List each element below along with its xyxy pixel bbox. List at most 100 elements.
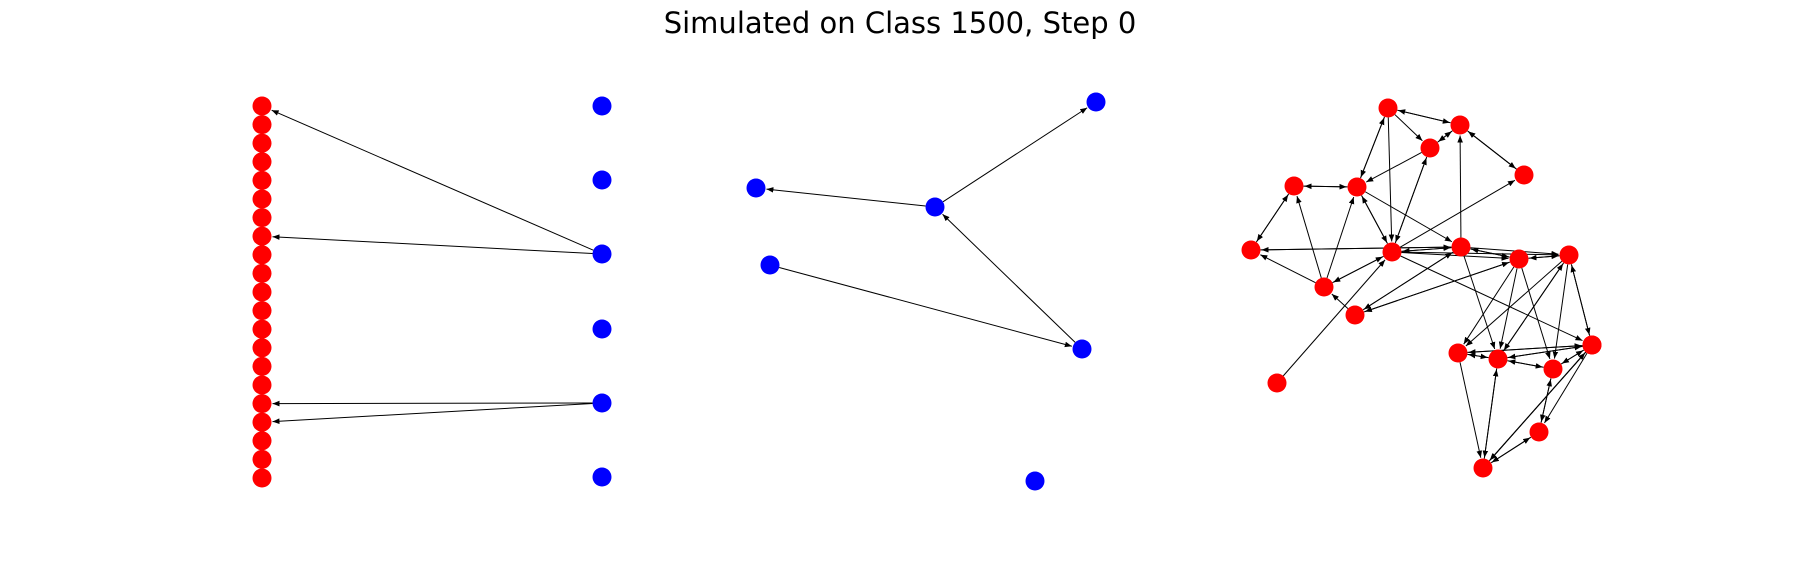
node-n7 (1514, 165, 1534, 185)
edge-n8-n4 (1361, 196, 1388, 244)
edge-b4-r16 (272, 400, 593, 407)
node-b0 (592, 96, 612, 116)
node-r3 (252, 152, 272, 172)
figure-title: Simulated on Class 1500, Step 0 (663, 6, 1137, 40)
edge-n6-n3 (1296, 195, 1322, 279)
node-r6 (252, 208, 272, 228)
edge-c1-c2 (942, 107, 1088, 203)
edge-n16-n15 (1467, 353, 1488, 360)
edge-n15-n13 (1502, 263, 1564, 352)
edge-n12-n18 (1521, 267, 1551, 360)
edge-n6-n4 (1326, 196, 1355, 279)
edge-n5-n3 (1255, 194, 1289, 243)
edge-b4-r17 (272, 403, 593, 425)
node-n6 (1314, 277, 1334, 297)
edge-n20-n19 (1491, 436, 1532, 463)
node-r15 (252, 375, 272, 395)
node-n5 (1241, 240, 1261, 260)
node-n17 (1582, 335, 1602, 355)
node-r7 (252, 226, 272, 246)
node-c5 (1025, 471, 1045, 491)
node-r12 (252, 319, 272, 339)
node-c2 (1086, 92, 1106, 112)
edge-n12-n9 (1471, 247, 1510, 258)
node-r13 (252, 338, 272, 358)
node-r17 (252, 412, 272, 432)
node-r14 (252, 356, 272, 376)
edge-n11-n6 (1331, 293, 1349, 310)
node-r4 (252, 170, 272, 190)
node-r2 (252, 133, 272, 153)
edge-n16-n19 (1459, 362, 1483, 458)
node-r1 (252, 115, 272, 135)
node-b3 (592, 319, 612, 339)
edge-n12-n11 (1364, 261, 1511, 313)
node-r19 (252, 449, 272, 469)
node-n19 (1473, 458, 1493, 478)
node-b5 (592, 467, 612, 487)
edges-layer (271, 107, 1591, 464)
edge-n13-n16 (1465, 260, 1563, 347)
node-r16 (252, 394, 272, 414)
node-n3 (1284, 176, 1304, 196)
edge-n14-n13 (1570, 265, 1591, 336)
edge-n2-n1 (1437, 130, 1452, 143)
edge-n8-n6 (1333, 255, 1384, 283)
edge-n0-n2 (1394, 114, 1423, 142)
edge-n19-n15 (1483, 369, 1499, 459)
edge-n8-n2 (1394, 157, 1427, 244)
node-n11 (1345, 305, 1365, 325)
node-n9 (1451, 237, 1471, 257)
edge-n17-n15 (1508, 345, 1583, 360)
node-n13 (1559, 245, 1579, 265)
edge-n0-n8 (1387, 117, 1395, 242)
node-r18 (252, 431, 272, 451)
edge-c4-c1 (942, 213, 1076, 343)
edge-n16-n14 (1467, 343, 1582, 353)
node-r0 (252, 96, 272, 116)
edge-n9-n8 (1402, 247, 1452, 254)
edge-n9-n1 (1457, 135, 1463, 238)
node-n16 (1448, 343, 1468, 363)
node-n0 (1378, 98, 1398, 118)
edge-n17-n19 (1489, 351, 1587, 461)
node-n8 (1382, 242, 1402, 262)
node-n15 (1488, 349, 1508, 369)
edge-n10-n8 (1282, 259, 1386, 377)
edge-n6-n5 (1260, 254, 1316, 284)
node-r9 (252, 263, 272, 283)
node-n18 (1543, 359, 1563, 379)
edge-n13-n18 (1552, 264, 1569, 359)
edge-c1-c0 (766, 187, 926, 207)
node-n10 (1267, 373, 1287, 393)
node-c1 (925, 197, 945, 217)
edge-n8-n12 (1401, 252, 1509, 261)
node-b4 (592, 393, 612, 413)
node-b2 (592, 244, 612, 264)
edge-n12-n16 (1463, 266, 1515, 345)
node-n2 (1420, 138, 1440, 158)
edge-n9-n15 (1463, 255, 1496, 350)
node-b1 (592, 170, 612, 190)
edge-n2-n4 (1366, 152, 1422, 183)
edge-n1-n0 (1398, 109, 1451, 124)
node-r20 (252, 468, 272, 488)
edge-n13-n12 (1529, 254, 1560, 261)
node-n4 (1347, 177, 1367, 197)
nodes-layer (252, 92, 1602, 491)
edge-n9-n5 (1261, 246, 1452, 253)
node-r10 (252, 282, 272, 302)
edge-n17-n20 (1544, 352, 1588, 424)
edge-n7-n1 (1467, 131, 1517, 170)
node-c3 (760, 255, 780, 275)
edge-n8-n7 (1399, 179, 1516, 248)
edge-b2-r7 (272, 234, 593, 255)
node-n1 (1450, 115, 1470, 135)
edge-n20-n18 (1540, 379, 1552, 423)
edge-n4-n9 (1364, 191, 1453, 243)
edge-b2-r0 (271, 109, 594, 251)
edge-n8-n13 (1401, 251, 1559, 258)
edge-n18-n15 (1508, 359, 1544, 368)
edge-c3-c4 (779, 266, 1072, 348)
